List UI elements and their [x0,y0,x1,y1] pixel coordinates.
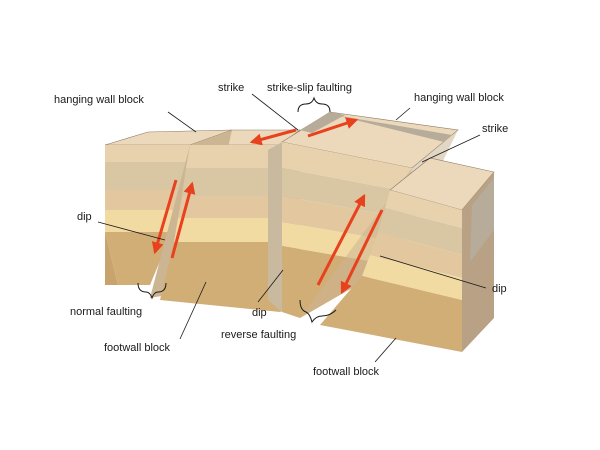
strike-slip-arrow-right [307,117,359,138]
label-strike-right: strike [482,123,508,135]
block3-left-side [268,142,282,312]
normal-fault-arrow-up [170,181,196,259]
label-strike-top: strike [218,82,244,94]
block2-layer-2 [182,168,280,196]
block4-layer-3 [370,232,462,278]
label-hanging-wall-right: hanging wall block [414,92,504,104]
block4-layer-1 [385,190,462,228]
block2-layer-5 [160,242,280,312]
block4-layer-2 [378,208,462,255]
block2-layer-1 [186,145,280,168]
label-dip-center: dip [252,307,267,319]
block1-layer-2 [105,162,188,190]
label-hanging-wall-left: hanging wall block [54,94,144,106]
block4-layer-5 [320,276,462,352]
label-normal-faulting: normal faulting [70,306,142,318]
block4-strike-stripe [470,178,494,262]
block2-layer-3 [178,196,280,218]
strike-slip-brace [297,96,331,113]
block2-layer-4 [174,218,280,242]
strike-slip-fault-plane [300,112,345,133]
reverse-fault-arrow-up [316,193,366,286]
reverse-faulting-brace [299,299,337,324]
normal-faulting-brace [137,282,167,300]
block1-layer-4 [105,210,178,232]
block1-base [105,232,150,285]
block3-layer-1 [282,142,412,192]
labels: hanging wall block strike strike-slip fa… [54,82,508,378]
label-dip-left: dip [77,211,92,223]
reverse-fault-arrow-down [340,209,384,295]
label-footwall-right: footwall block [313,366,380,378]
block3-strike-stripe [335,115,452,142]
leader-lines [97,93,487,363]
block1-layer-1 [105,145,190,162]
normal-fault-arrow-down [151,179,178,255]
block1-layer-3 [105,190,184,210]
motion-arrows [151,117,384,295]
label-reverse-faulting: reverse faulting [221,329,296,341]
label-strike-slip-faulting: strike-slip faulting [267,82,352,94]
label-dip-right: dip [492,283,507,295]
block4-layer-4 [362,255,462,300]
label-footwall-left: footwall block [104,342,171,354]
block3-layer-2 [282,168,408,218]
right-footwall-block [320,157,495,352]
strike-slip-arrow-left [249,128,297,146]
